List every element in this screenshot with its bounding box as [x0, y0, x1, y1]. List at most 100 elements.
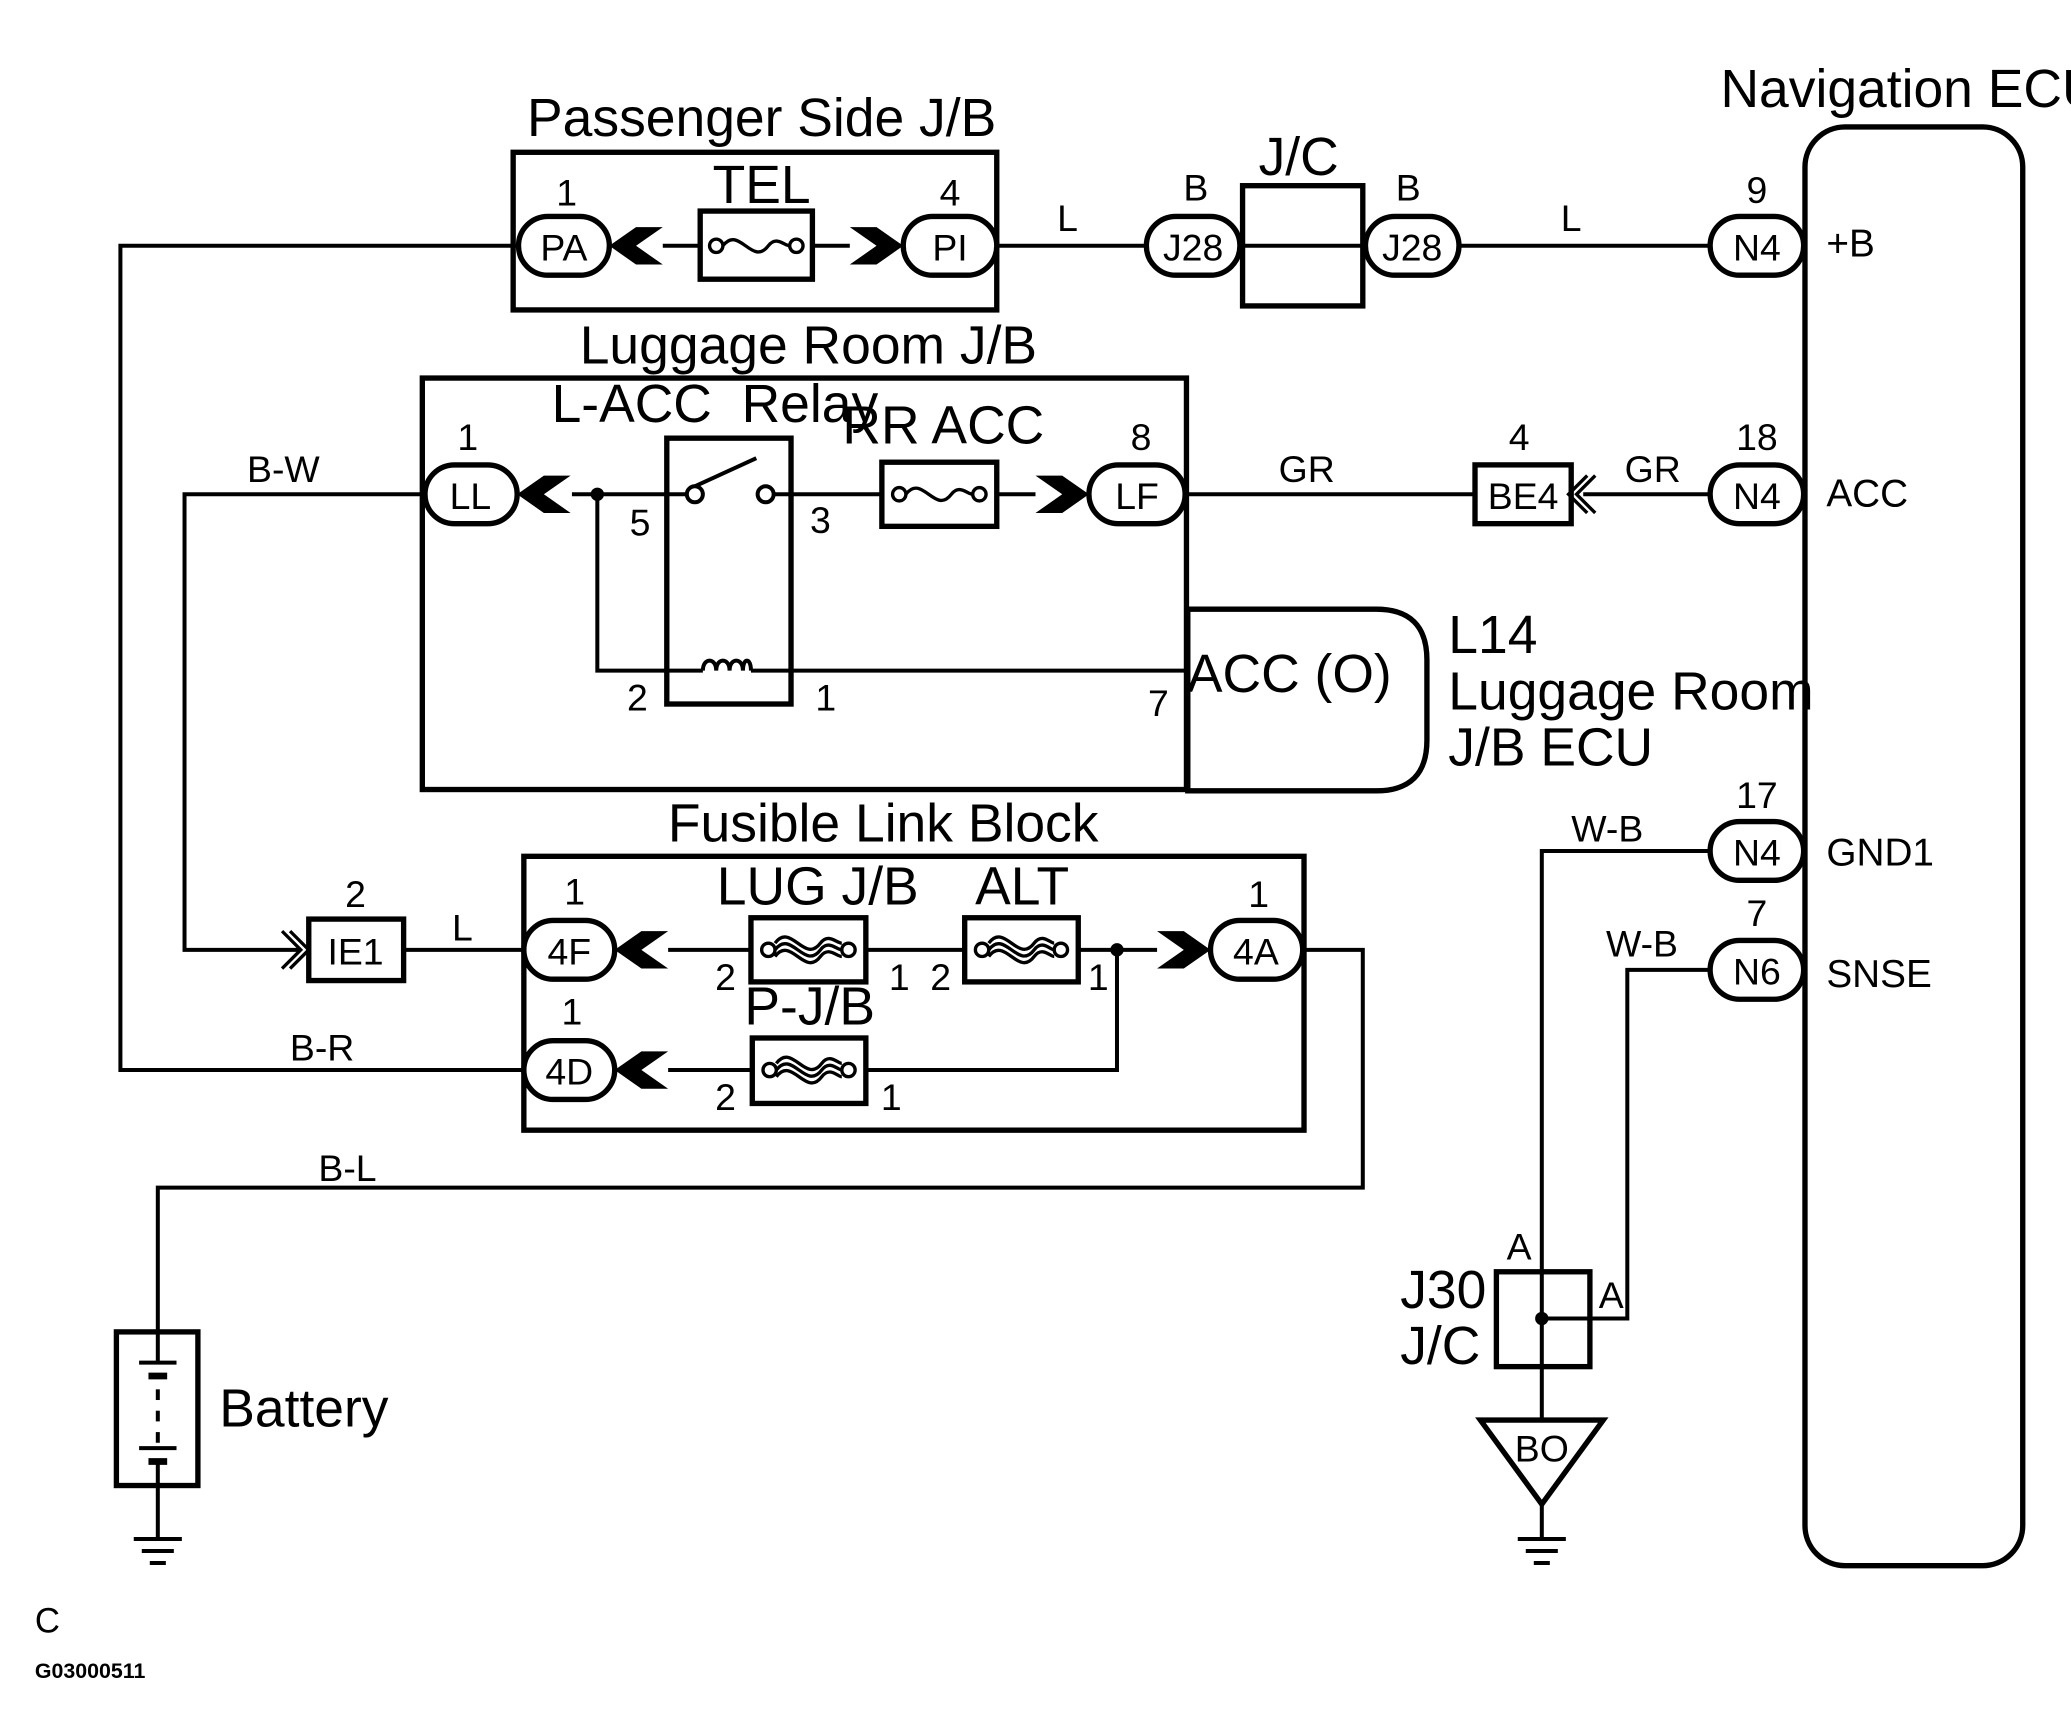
wire-wb-gnd1	[1539, 848, 1711, 1319]
wire-color-j28-n4: L	[1561, 197, 1582, 239]
connector-pa: PA	[540, 227, 587, 269]
pin-relay-2: 2	[627, 677, 648, 719]
pin-pjb-1: 1	[881, 1076, 902, 1118]
jc-top-label: J/C	[1259, 128, 1339, 187]
wire-color-lf-be4: GR	[1279, 448, 1335, 490]
connector-n4-b: N4	[1733, 227, 1781, 269]
j30-box	[1493, 1269, 1593, 1370]
passenger-jb-box	[510, 149, 1000, 313]
luggage-ecu-box	[1185, 606, 1430, 794]
connector-4a: 4A	[1233, 931, 1279, 973]
connector-n4-gnd: N4	[1733, 832, 1781, 874]
pin-be4: 4	[1509, 416, 1530, 458]
pin-j28-right: B	[1396, 166, 1421, 208]
be4-box	[1472, 462, 1574, 527]
connector-be4: BE4	[1488, 475, 1559, 517]
open-connector-arrows	[280, 474, 1597, 970]
passenger-jb-label: Passenger Side J/B	[527, 89, 996, 148]
connector-ie1: IE1	[327, 931, 383, 973]
terminal-snse: SNSE	[1826, 953, 1931, 996]
wire-color-ie1-4f: L	[452, 906, 473, 948]
pin-j30-top: A	[1507, 1226, 1532, 1268]
relay-coil	[700, 658, 753, 671]
wire-color-pi-j28: L	[1057, 197, 1078, 239]
pin-ie1: 2	[345, 873, 366, 915]
connector-4f: 4F	[547, 931, 591, 973]
connector-n6: N6	[1733, 951, 1781, 993]
pin-pi: 4	[940, 172, 961, 214]
junction-dot-j30	[1535, 1311, 1549, 1326]
connector-j28-left: J28	[1163, 227, 1223, 269]
luggage-jb-label: Luggage Room J/B	[580, 316, 1037, 375]
wire-bw	[182, 492, 425, 952]
l14-label: L14	[1448, 606, 1537, 665]
wire-colors: L L B-W GR GR L B-R B-L W-B W-B	[247, 197, 1681, 1189]
connector-ll: LL	[450, 475, 492, 517]
alt-label: ALT	[975, 857, 1069, 916]
pin-4a: 1	[1248, 873, 1269, 915]
terminal-gnd1: GND1	[1826, 832, 1934, 875]
connector-bo: BO	[1515, 1427, 1569, 1469]
footer-letter: C	[35, 1602, 60, 1640]
pin-pjb-2: 2	[715, 1076, 736, 1118]
pin-ecu-7: 7	[1148, 682, 1169, 724]
connector-codes: PA PI J28 J28 N4 LL LF BE4 N4 N4 N6 IE1 …	[327, 227, 1780, 1470]
junction-dot-fusible	[1110, 943, 1124, 957]
footer-code: G03000511	[35, 1659, 146, 1683]
bo-ground-point	[1475, 1417, 1609, 1509]
fusible-block-label: Fusible Link Block	[668, 795, 1099, 854]
pin-relay-1: 1	[815, 677, 836, 719]
j30-label: J30	[1400, 1261, 1486, 1320]
wire-bl	[155, 947, 1365, 1332]
junction-dot-luggage	[590, 487, 605, 501]
pin-n4-gnd: 17	[1736, 774, 1778, 816]
component-labels: Passenger Side J/B TEL J/C Navigation EC…	[219, 60, 2071, 1439]
luggage-jb-box	[419, 375, 1190, 793]
ground-icon	[133, 1536, 182, 1566]
wire-br	[118, 243, 524, 1073]
pin-ll: 1	[457, 416, 478, 458]
relay-switch	[684, 456, 776, 505]
pin-relay-5: 5	[630, 502, 651, 544]
terminal-acc: ACC	[1826, 472, 1908, 515]
rr-acc-fuse	[879, 459, 1000, 530]
wire-color-br: B-R	[290, 1027, 354, 1069]
lacc-relay-label: L-ACC Relay	[552, 375, 879, 434]
connector-4d: 4D	[545, 1051, 593, 1093]
wire-color-be4-n4: GR	[1625, 448, 1681, 490]
connector-lf: LF	[1115, 475, 1159, 517]
battery-symbol	[113, 1329, 201, 1489]
pjb-label: P-J/B	[744, 978, 875, 1037]
pin-lug-2: 2	[715, 956, 736, 998]
pin-pa: 1	[556, 172, 577, 214]
ie1-box	[306, 916, 407, 984]
wire-color-wb-gnd1: W-B	[1571, 808, 1643, 850]
pin-lug-1: 1	[889, 956, 910, 998]
pin-j28-left: B	[1183, 166, 1208, 208]
ground-icon	[1517, 1536, 1566, 1566]
rr-acc-label: RR ACC	[842, 397, 1044, 456]
pjb-fusible-link	[749, 1035, 869, 1107]
pin-relay-3: 3	[810, 499, 831, 541]
wire-node-pjb	[865, 949, 1119, 1073]
connector-j28-right: J28	[1382, 227, 1442, 269]
pin-j30-right: A	[1599, 1274, 1624, 1316]
terminal-b: +B	[1826, 222, 1874, 265]
battery-label: Battery	[219, 1380, 389, 1439]
wire-color-bw: B-W	[247, 448, 320, 490]
pin-numbers: 1 4 B B 9 1 8 4 18 5 3 2 1 7 17 7 2 1 1 …	[345, 166, 1778, 1315]
pin-4f: 1	[564, 870, 585, 912]
pin-alt-2: 2	[930, 956, 951, 998]
connector-pi: PI	[932, 227, 967, 269]
connector-pills	[422, 213, 1807, 1103]
j30-jc-label: J/C	[1400, 1317, 1480, 1376]
tel-fuse-label: TEL	[713, 156, 811, 215]
ecu-terminals: +B ACC GND1 SNSE	[1826, 222, 1934, 996]
tel-fuse	[697, 208, 816, 282]
pin-4d: 1	[562, 991, 583, 1033]
lacc-relay-box	[664, 435, 794, 707]
navigation-ecu-label: Navigation ECU	[1720, 60, 2071, 119]
luggage-ecu-label-2: J/B ECU	[1448, 718, 1653, 777]
wire-wb-snse	[1541, 967, 1711, 1321]
